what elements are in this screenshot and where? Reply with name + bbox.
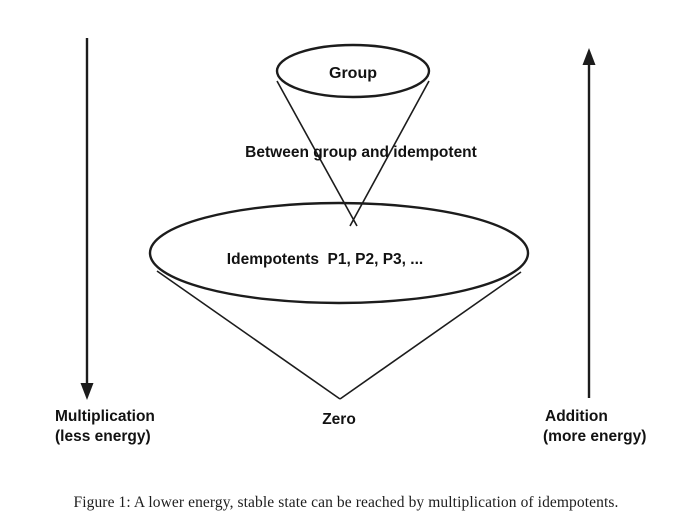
- between-label: Between group and idempotent: [245, 144, 477, 161]
- addition-label: Addition: [545, 408, 608, 425]
- more-energy-label: (more energy): [543, 428, 646, 445]
- zero-label: Zero: [322, 411, 356, 428]
- multiplication-label: Multiplication: [55, 408, 155, 425]
- addition-arrow-up: [582, 48, 596, 398]
- figure-caption: Figure 1: A lower energy, stable state c…: [73, 494, 619, 511]
- bottom-cone-left-line: [156, 270, 341, 400]
- down-arrowhead-icon: [80, 383, 94, 400]
- less-energy-label: (less energy): [55, 428, 151, 445]
- up-arrowhead-icon: [582, 48, 596, 65]
- idempotents-ellipse: [148, 201, 530, 305]
- group-ellipse: [275, 43, 431, 99]
- top-cone-right-line: [349, 80, 430, 227]
- energy-cone-diagram: Group Between group and idempotent Idemp…: [55, 38, 646, 445]
- group-label: Group: [329, 65, 377, 82]
- idempotents-label: Idempotents P1, P2, P3, ...: [227, 251, 423, 268]
- bottom-cone-right-line: [339, 271, 522, 400]
- multiplication-arrow-down: [80, 38, 94, 400]
